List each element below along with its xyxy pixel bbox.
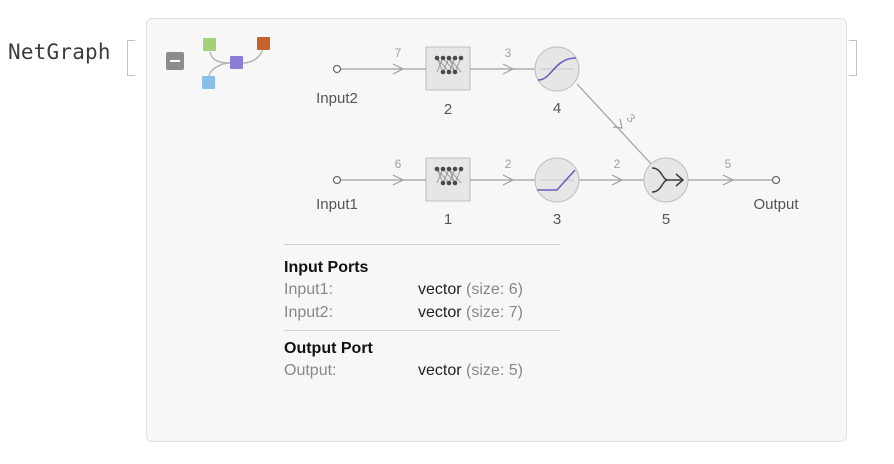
logo-node-orange [257,37,270,50]
edge-arrow-icon [392,63,405,75]
edge-n4-n5 [576,83,655,168]
port-type: vector (size: 6) [418,278,523,301]
port-type: vector (size: 7) [418,301,523,324]
node-label: Input1 [316,196,358,213]
input1-port-node[interactable] [332,175,342,185]
edge-arrow-icon [612,118,623,129]
netgraph-logo-icon [202,37,270,89]
divider [284,330,560,331]
logistic-sigmoid-icon [537,57,577,81]
port-name: Output: [284,362,337,379]
edge-arrow-icon [392,174,405,186]
input2-port-node[interactable] [332,64,342,74]
port-type: vector (size: 5) [418,359,523,382]
edges [341,63,772,186]
node-label: 3 [553,211,561,228]
port-info-table: Input Ports Input1: vector (size: 6) Inp… [284,244,560,382]
node-label: 5 [662,211,670,228]
port-row-input1: Input1: vector (size: 6) [284,278,560,301]
edge-size-label: 3 [624,111,639,126]
edge-size-label: 6 [395,157,402,171]
edge-size-label: 7 [395,46,402,60]
input-ports-heading: Input Ports [284,259,369,276]
collapse-button[interactable] [166,52,184,70]
linear-layer-node-1[interactable] [425,157,471,202]
logo-node-purple [230,56,243,69]
edge-arrow-icon [722,174,735,186]
catenate-merge-icon [651,167,682,193]
port-size: (size: 7) [466,304,523,321]
port-row-input2: Input2: vector (size: 7) [284,301,560,324]
port-size: (size: 6) [466,281,523,298]
node-label: 1 [444,211,452,228]
left-bracket [127,40,135,76]
output-port-heading: Output Port [284,340,373,357]
port-type-value: vector [418,281,462,298]
logo-node-blue [202,76,215,89]
node-label: 2 [444,101,452,118]
edge-size-label: 2 [505,157,512,171]
port-row-output: Output: vector (size: 5) [284,359,560,382]
node-label: 4 [553,100,561,117]
port-name: Input1: [284,281,333,298]
output-port-node[interactable] [771,175,781,185]
port-name: Input2: [284,304,333,321]
edge-arrow-icon [502,63,515,75]
edge-size-label: 3 [505,46,512,60]
catenate-layer-node-5[interactable] [643,157,689,203]
node-label: Input2 [316,90,358,107]
logistic-layer-node-4[interactable] [534,46,580,92]
ramp-relu-icon [537,169,576,191]
node-label: Output [753,196,799,213]
netgraph-panel [146,18,847,442]
linear-layer-node-2[interactable] [425,46,471,91]
right-bracket [849,40,857,76]
edge-size-label: 5 [725,157,732,171]
netgraph-head-label: NetGraph [8,40,111,64]
port-type-value: vector [418,362,462,379]
chevron-right-icon [675,173,685,187]
minus-icon [170,60,180,62]
edge-arrow-icon [611,174,624,186]
ramp-layer-node-3[interactable] [534,157,580,203]
divider [284,244,560,245]
edge-arrow-icon [502,174,515,186]
logo-node-green [203,38,216,51]
port-size: (size: 5) [466,362,523,379]
edge-size-label: 2 [614,157,621,171]
port-type-value: vector [418,304,462,321]
